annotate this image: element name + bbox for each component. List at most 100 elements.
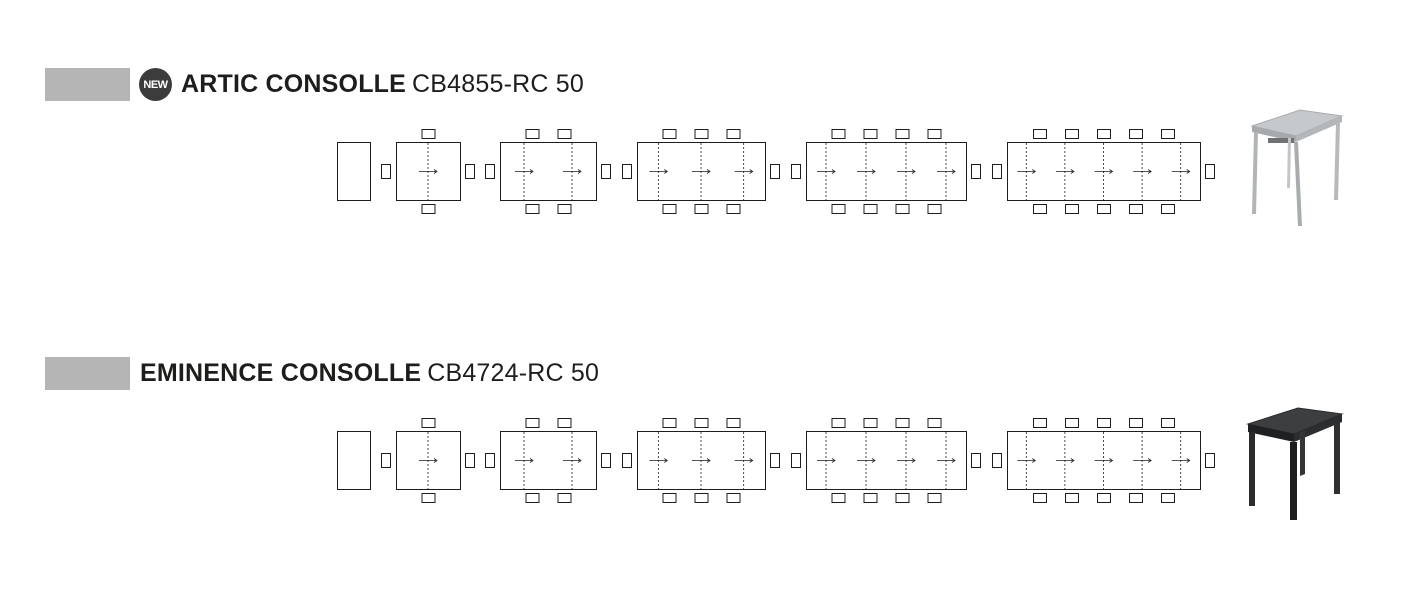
seat-bottom <box>1065 204 1079 214</box>
seat-top <box>662 418 677 428</box>
seat-top <box>927 129 942 139</box>
arrow-head <box>1147 458 1152 463</box>
arrow-head <box>577 458 582 463</box>
seat-bottom <box>1033 204 1047 214</box>
arrow-head <box>1109 458 1114 463</box>
seat-bottom <box>1065 493 1079 503</box>
arrow-head <box>911 458 916 463</box>
seat-end-right <box>601 164 611 179</box>
table-outline <box>1007 431 1201 490</box>
seat-end-left <box>992 453 1002 468</box>
arrow-head <box>951 458 956 463</box>
seat-top <box>557 418 572 428</box>
console-table-light-icon <box>1250 109 1344 226</box>
seat-bottom <box>525 204 540 214</box>
table-configuration <box>622 129 780 214</box>
table-outline <box>806 431 967 490</box>
seat-top <box>1065 418 1079 428</box>
seat-top <box>1129 129 1143 139</box>
seat-bottom <box>557 204 572 214</box>
seat-end-left <box>622 453 632 468</box>
seat-bottom <box>557 493 572 503</box>
seat-end-right <box>971 164 981 179</box>
arrow-head <box>433 169 438 174</box>
seat-bottom <box>1161 493 1175 503</box>
seat-bottom <box>662 493 677 503</box>
seat-top <box>895 129 910 139</box>
arrow-head <box>1032 458 1037 463</box>
seat-bottom <box>1097 493 1111 503</box>
table-configuration <box>622 418 780 503</box>
seat-end-right <box>1205 164 1215 179</box>
seat-end-right <box>465 453 475 468</box>
seat-bottom <box>1129 493 1143 503</box>
arrow-head <box>1186 169 1191 174</box>
extension-configurations-diagram <box>337 418 1215 503</box>
seat-top <box>557 129 572 139</box>
seat-bottom <box>726 204 741 214</box>
seat-top <box>662 129 677 139</box>
seat-top <box>863 129 878 139</box>
table-outline <box>637 142 766 201</box>
seat-end-left <box>381 164 391 179</box>
arrow-head <box>1070 169 1075 174</box>
arrow-head <box>831 169 836 174</box>
seat-bottom <box>927 493 942 503</box>
seat-bottom <box>895 493 910 503</box>
seat-top <box>1161 129 1175 139</box>
seat-top <box>831 129 846 139</box>
table-configuration <box>337 431 371 490</box>
arrow-head <box>577 169 582 174</box>
product-code: CB4855-RC 50 <box>412 70 584 98</box>
seat-top <box>1033 129 1047 139</box>
seat-top <box>694 129 709 139</box>
arrow-head <box>529 169 534 174</box>
seat-bottom <box>421 493 436 503</box>
table-outline <box>396 431 461 490</box>
seat-top <box>831 418 846 428</box>
arrow-head <box>749 169 754 174</box>
product-name: EMINENCE CONSOLLE <box>140 359 422 387</box>
seat-bottom <box>831 493 846 503</box>
seat-bottom <box>831 204 846 214</box>
arrow-head <box>871 169 876 174</box>
seat-bottom <box>662 204 677 214</box>
seat-top <box>927 418 942 428</box>
seat-top <box>421 418 436 428</box>
seat-end-right <box>770 164 780 179</box>
seat-top <box>1033 418 1047 428</box>
seat-bottom <box>726 493 741 503</box>
arrow-head <box>433 458 438 463</box>
seat-end-left <box>992 164 1002 179</box>
seat-end-left <box>485 164 495 179</box>
arrow-head <box>1032 169 1037 174</box>
table-configuration <box>791 418 981 503</box>
seat-top <box>1065 129 1079 139</box>
arrow-head <box>706 169 711 174</box>
product-code: CB4724-RC 50 <box>427 359 600 387</box>
table-configuration <box>791 129 981 214</box>
table-configuration <box>485 129 611 214</box>
table-configuration <box>381 129 475 214</box>
seat-end-left <box>381 453 391 468</box>
table-configuration <box>337 142 371 201</box>
seat-end-left <box>791 164 801 179</box>
seat-top <box>1097 418 1111 428</box>
seat-end-left <box>485 453 495 468</box>
seat-end-right <box>971 453 981 468</box>
seat-bottom <box>421 204 436 214</box>
arrow-head <box>831 458 836 463</box>
table-configuration <box>381 418 475 503</box>
seat-bottom <box>1097 204 1111 214</box>
table-configuration <box>992 418 1215 503</box>
seat-bottom <box>1129 204 1143 214</box>
seat-bottom <box>694 493 709 503</box>
table-outline <box>637 431 766 490</box>
arrow-head <box>664 458 669 463</box>
seat-top <box>1161 418 1175 428</box>
seat-top <box>525 129 540 139</box>
seat-end-right <box>465 164 475 179</box>
seat-bottom <box>1033 493 1047 503</box>
